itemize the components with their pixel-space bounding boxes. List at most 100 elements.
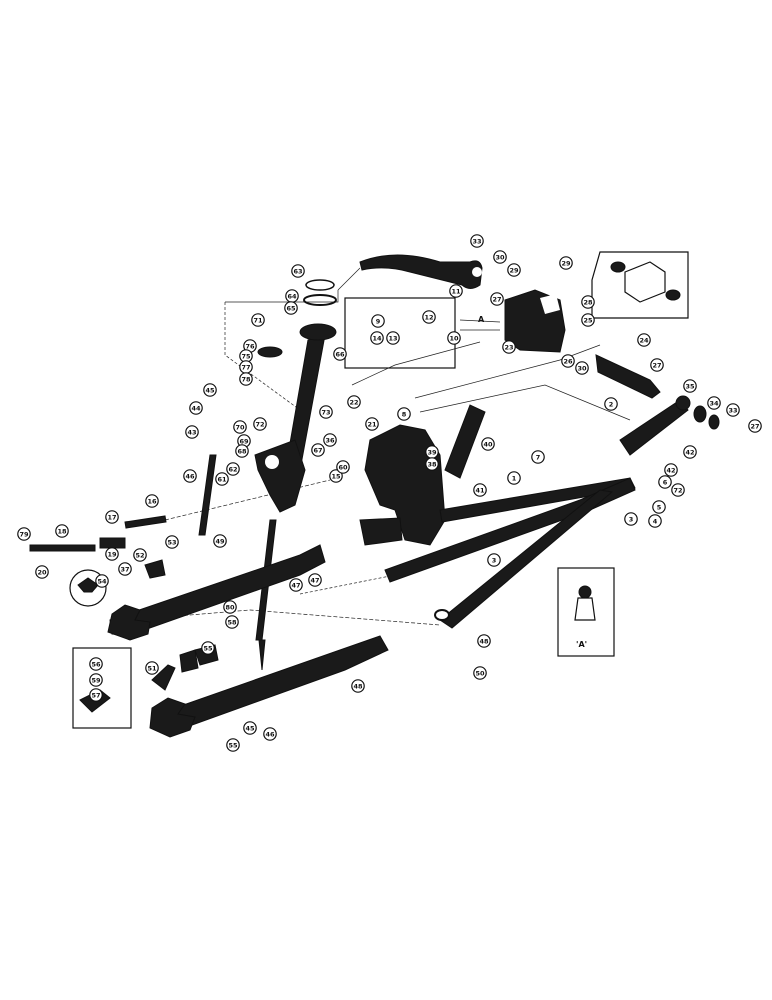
callout-number: 5 — [657, 504, 662, 512]
callout-c26: 26 — [561, 354, 575, 368]
callout-bubble — [683, 379, 697, 393]
callout-bubble — [213, 534, 227, 548]
inset-block-detail-frame — [591, 251, 689, 319]
callout-bubble — [203, 383, 217, 397]
guide-lines — [129, 267, 631, 626]
callout-c61: 61 — [215, 472, 229, 486]
callout-bubble — [493, 250, 507, 264]
callout-number: 25 — [583, 317, 593, 325]
callout-bubble — [223, 600, 237, 614]
callout-c52: 52 — [133, 548, 147, 562]
callout-c1: 1 — [507, 471, 521, 485]
callout-c21: 21 — [365, 417, 379, 431]
callout-c33: 33 — [470, 234, 484, 248]
callout-number: 46 — [265, 731, 275, 739]
callout-number: 7 — [536, 454, 541, 462]
callout-number: 42 — [685, 449, 694, 457]
callout-number: 47 — [310, 577, 319, 585]
callout-bubble — [726, 403, 740, 417]
callout-c67: 67 — [311, 443, 325, 457]
callout-number: 58 — [227, 619, 237, 627]
inset-fitting-a-frame — [557, 567, 615, 657]
callout-number: 39 — [427, 449, 437, 457]
callout-number: 75 — [241, 353, 251, 361]
callout-number: 11 — [451, 288, 461, 296]
callout-bubble — [477, 634, 491, 648]
callout-number: 56 — [91, 661, 101, 669]
wing-nut — [77, 577, 99, 593]
gear-76 — [257, 346, 283, 358]
callout-c80: 80 — [223, 600, 237, 614]
callout-c54: 54 — [95, 574, 109, 588]
callout-c29b: 29 — [559, 256, 573, 270]
callout-number: 45 — [245, 725, 255, 733]
callout-number: 67 — [313, 447, 322, 455]
callout-c22: 22 — [347, 395, 361, 409]
callout-c9: 9 — [371, 314, 385, 328]
callout-c72b: 72 — [671, 483, 685, 497]
callout-c48b: 48 — [477, 634, 491, 648]
callout-bubble — [470, 234, 484, 248]
callout-number: 8 — [402, 411, 407, 419]
latch-51 — [151, 664, 176, 691]
callout-bubble — [365, 417, 379, 431]
callout-c34: 34 — [707, 396, 721, 410]
callout-c50: 50 — [473, 666, 487, 680]
a-frame-eye — [434, 609, 450, 621]
callout-c57: 57 — [89, 688, 103, 702]
callout-c46b: 46 — [263, 727, 277, 741]
callout-c11: 11 — [449, 284, 463, 298]
callout-number: 29 — [561, 260, 571, 268]
a-frame-strut — [384, 477, 636, 583]
section-marker-a: A — [478, 315, 485, 324]
callout-bubble — [502, 340, 516, 354]
callout-number: 2 — [609, 401, 614, 409]
callout-bubble — [447, 331, 461, 345]
callout-c28: 28 — [581, 295, 595, 309]
callout-bubble — [35, 565, 49, 579]
callout-number: 72 — [255, 421, 264, 429]
callout-c4: 4 — [648, 514, 662, 528]
clip-52 — [144, 559, 166, 579]
callout-bubble — [561, 354, 575, 368]
callout-number: 62 — [228, 466, 237, 474]
callout-c7: 7 — [531, 450, 545, 464]
drawbar — [439, 477, 636, 523]
callout-c42b: 42 — [664, 463, 678, 477]
callout-bubble — [118, 562, 132, 576]
callout-bubble — [284, 301, 298, 315]
callout-c24: 24 — [637, 333, 651, 347]
lift-housing — [254, 439, 306, 513]
callout-c5: 5 — [652, 500, 666, 514]
callout-c44: 44 — [189, 401, 203, 415]
callout-c48: 48 — [351, 679, 365, 693]
callout-c29: 29 — [507, 263, 521, 277]
callout-number: 52 — [135, 552, 144, 560]
callout-bubble — [490, 292, 504, 306]
callout-c37: 37 — [118, 562, 132, 576]
callout-bubble — [251, 313, 265, 327]
callout-bubble — [226, 738, 240, 752]
callout-c77: 77 — [239, 360, 253, 374]
callout-c2: 2 — [604, 397, 618, 411]
callout-c8: 8 — [397, 407, 411, 421]
callout-c16: 16 — [145, 494, 159, 508]
callout-c49: 49 — [213, 534, 227, 548]
frame-bracket-foot — [359, 517, 403, 546]
gear-65 — [299, 323, 337, 341]
callout-bubble — [323, 433, 337, 447]
callout-number: 34 — [709, 400, 719, 408]
callout-c33b: 33 — [726, 403, 740, 417]
callout-c64: 64 — [285, 289, 299, 303]
callout-number: 10 — [449, 335, 459, 343]
callout-bubble — [225, 615, 239, 629]
callout-number: 4 — [653, 518, 658, 526]
callout-number: 72 — [673, 487, 682, 495]
callout-bubble — [652, 500, 666, 514]
adjusting-rod — [198, 454, 217, 536]
callout-number: 33 — [728, 407, 737, 415]
callout-c56: 56 — [89, 657, 103, 671]
callout-bubble — [683, 445, 697, 459]
callout-bubble — [145, 661, 159, 675]
callout-bubble — [507, 471, 521, 485]
